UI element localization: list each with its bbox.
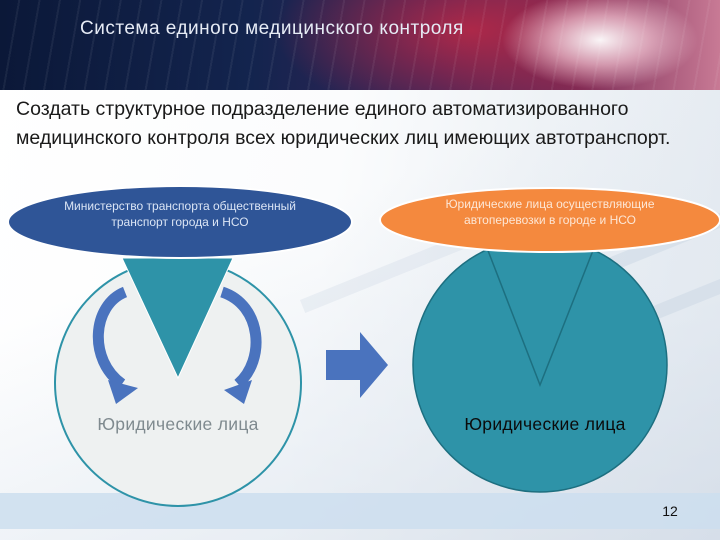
title-banner-texture [0, 0, 720, 90]
footer-bar [0, 493, 720, 529]
right-circle [412, 237, 668, 493]
page-number: 12 [662, 503, 678, 519]
block-arrow-right [326, 332, 388, 398]
left-oval-text: Министерство транспорта общественный тра… [64, 199, 296, 229]
slide-title: Система единого медицинского контроля [80, 18, 464, 39]
curved-arrow-right [219, 286, 262, 389]
right-circle-label: Юридические лица [464, 414, 626, 434]
right-triangle [486, 247, 595, 388]
curved-arrow-right-head [224, 380, 252, 404]
left-circle-label: Юридические лица [97, 414, 259, 434]
curved-arrow-left-head [108, 380, 138, 404]
curved-arrow-left [92, 286, 128, 389]
slide-subtitle: Создать структурное подразделение единог… [16, 98, 671, 149]
left-oval [7, 185, 353, 259]
right-oval-text: Юридические лица осуществляющие автопере… [445, 197, 655, 227]
right-oval [379, 187, 720, 253]
title-banner [0, 0, 720, 90]
